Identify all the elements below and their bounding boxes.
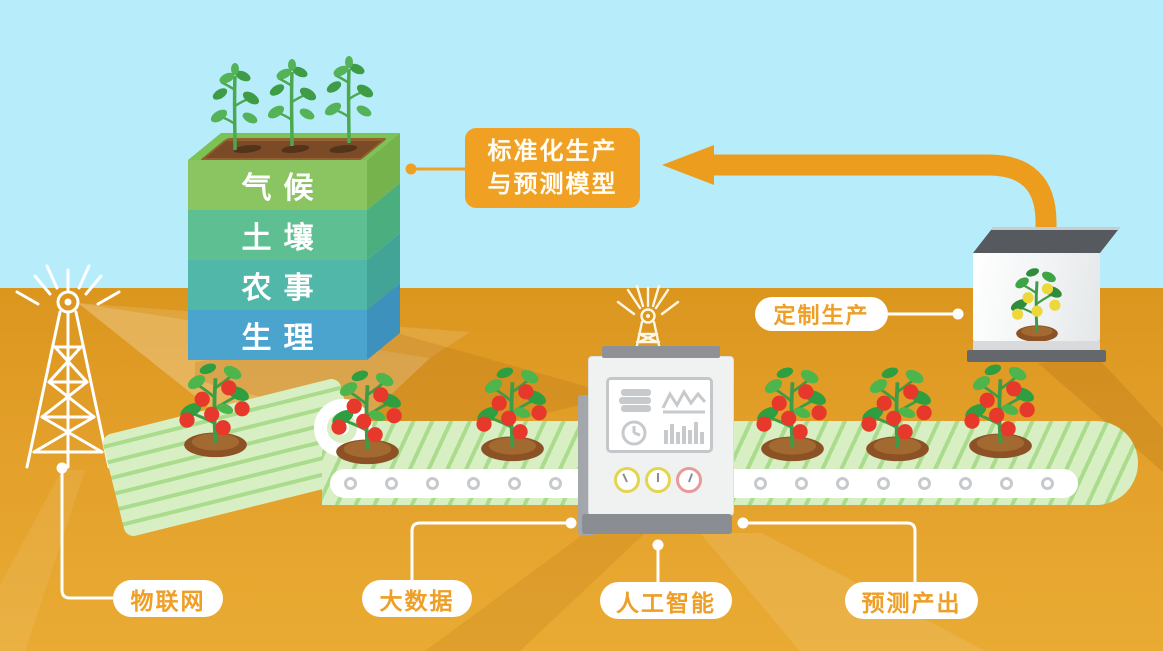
cube-layer-label: 生理 (241, 322, 326, 355)
radio-tower-icon (15, 264, 121, 469)
machine-screen (606, 377, 713, 453)
iot-pill: 物联网 (113, 580, 223, 617)
arrow-head (662, 145, 714, 185)
iot-label: 物联网 (130, 587, 206, 614)
cube-layer-farming: 农事 (188, 260, 367, 310)
model-callout-box: 标准化生产 与预测模型 (465, 128, 640, 208)
sapling-icon (206, 62, 261, 152)
tomato-plant-icon (960, 360, 1039, 461)
custom-production-pill: 定制生产 (755, 297, 888, 331)
cube-layer-label: 农事 (241, 272, 326, 305)
bigdata-label: 大数据 (379, 587, 455, 614)
grow-box-base-light (973, 341, 1100, 350)
belt-roller (836, 477, 849, 490)
belt-roller (508, 477, 521, 490)
belt-roller (1000, 477, 1013, 490)
grow-box-base-dark (967, 350, 1106, 362)
bar-chart-icon (664, 422, 704, 444)
tomato-plant-icon (327, 366, 406, 467)
sapling-icon (263, 58, 318, 148)
belt-roller (918, 477, 931, 490)
tomato-plant-icon (752, 363, 831, 464)
cube-layer-climate: 气候 (188, 160, 367, 210)
model-callout-line2: 与预测模型 (487, 171, 618, 198)
predicted-output-label: 预测产出 (861, 589, 962, 616)
tomato-plant-icon (472, 363, 551, 464)
model-connector-line (405, 163, 474, 175)
gauge-dial (614, 467, 640, 493)
belt-roller (795, 477, 808, 490)
machine-top-bar (602, 346, 720, 358)
gauge-needle (622, 473, 628, 483)
belt-roller (385, 477, 398, 490)
cube-layer-physiology: 生理 (188, 310, 367, 360)
cube-layer-label: 土壤 (241, 222, 326, 255)
gauge-needle (688, 473, 694, 483)
database-icon (619, 389, 651, 412)
ai-pill: 人工智能 (600, 582, 732, 619)
belt-roller (1041, 477, 1054, 490)
belt-roller (877, 477, 890, 490)
custom-production-label: 定制生产 (773, 303, 870, 328)
grow-box-lid (973, 227, 1121, 253)
belt-roller (959, 477, 972, 490)
predicted-output-pill: 预测产出 (845, 582, 978, 619)
ai-label: 人工智能 (616, 589, 716, 616)
line-chart-icon (661, 389, 707, 414)
machine-base (582, 514, 732, 534)
machine-antenna-icon (616, 284, 680, 352)
model-callout-line1: 标准化生产 (487, 138, 618, 165)
belt-roller (467, 477, 480, 490)
gauge-dial (645, 467, 671, 493)
gauge-needle (657, 473, 659, 482)
gauge-dial (676, 467, 702, 493)
belt-roller (344, 477, 357, 490)
belt-roller (754, 477, 767, 490)
belt-roller (426, 477, 439, 490)
cube-layer-label: 气候 (241, 172, 326, 205)
fruit-plant-icon (1007, 265, 1066, 344)
cube-layer-soil: 土壤 (188, 210, 367, 260)
tomato-plant-icon (175, 359, 254, 460)
clock-icon (621, 420, 647, 446)
belt-roller (549, 477, 562, 490)
tomato-plant-icon (857, 363, 936, 464)
sapling-icon (320, 55, 375, 145)
bigdata-pill: 大数据 (362, 580, 472, 617)
